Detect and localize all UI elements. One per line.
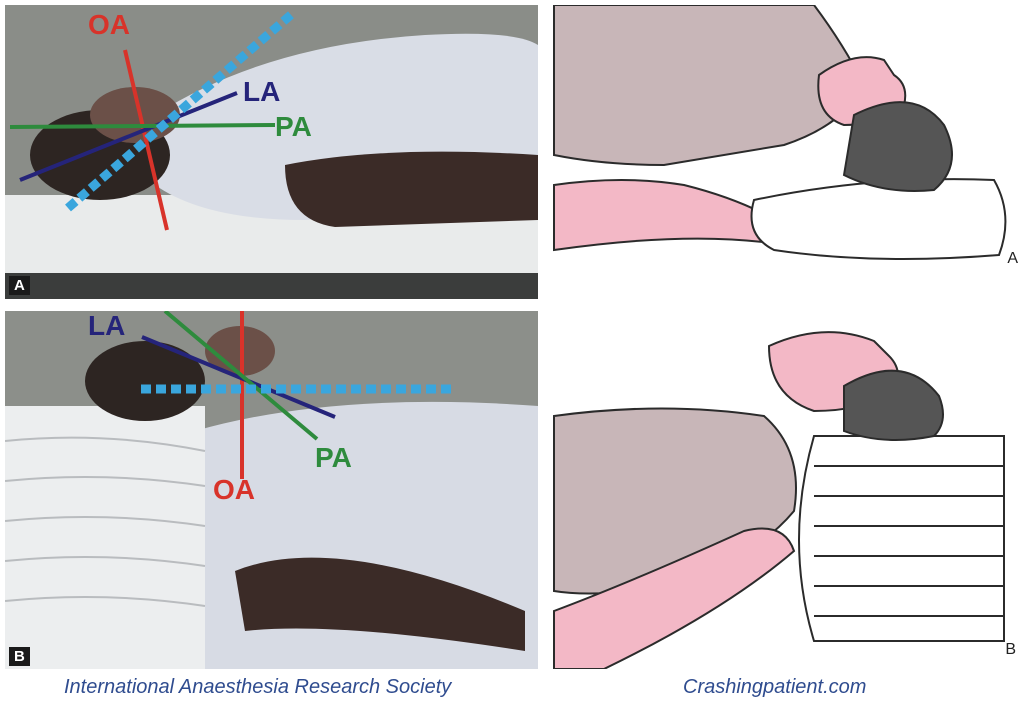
- photo-panel-b: LA PA OA B: [5, 311, 538, 669]
- panel-edge-label-a: A: [1007, 250, 1018, 268]
- photo-panel-a: OA LA PA A: [5, 5, 538, 299]
- caption-right: Crashingpatient.com: [683, 676, 866, 699]
- oa-label-a: OA: [88, 11, 130, 39]
- oa-label-b: OA: [213, 476, 255, 504]
- pa-label-a: PA: [275, 113, 312, 141]
- photo-b-illustration: [5, 311, 538, 669]
- pa-label-b: PA: [315, 444, 352, 472]
- panel-corner-label-b: B: [9, 647, 30, 666]
- la-label-a: LA: [243, 78, 280, 106]
- illustration-b-drawing: [544, 311, 1018, 669]
- illustration-panel-b: B: [544, 311, 1018, 669]
- panel-corner-label-a: A: [9, 276, 30, 295]
- pa-line-a: [10, 125, 275, 127]
- caption-left: International Anaesthesia Research Socie…: [64, 676, 451, 699]
- illustration-a-drawing: [544, 5, 1018, 299]
- photo-a-illustration: [5, 5, 538, 299]
- panel-edge-label-b: B: [1005, 641, 1016, 659]
- la-label-b: LA: [88, 312, 125, 340]
- illustration-panel-a: A: [544, 5, 1018, 299]
